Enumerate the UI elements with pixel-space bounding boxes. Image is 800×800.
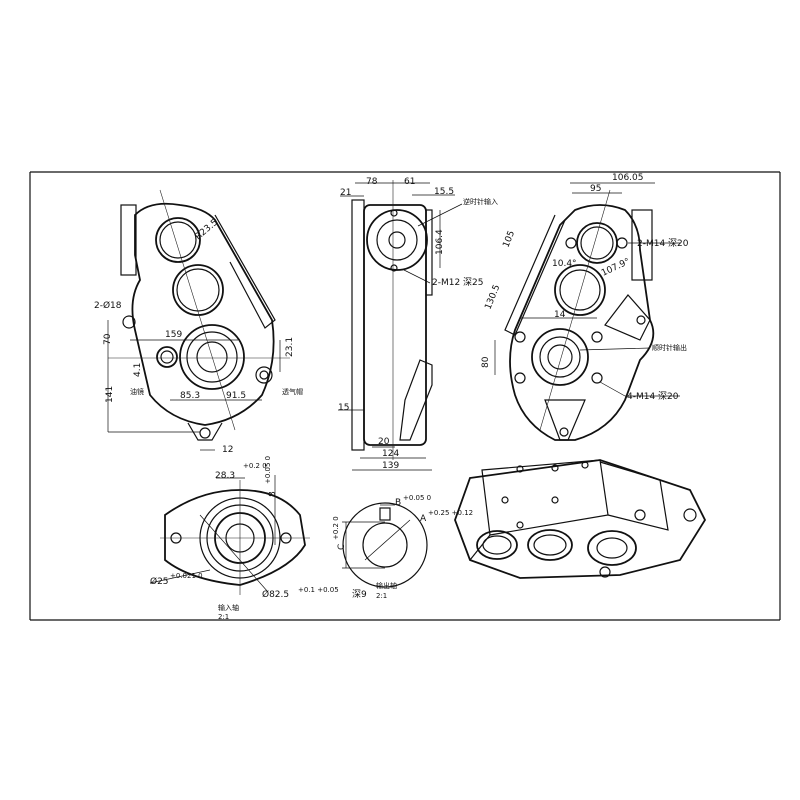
dim-105: 105 [502, 229, 518, 249]
input-shaft-scale: 2:1 [218, 613, 229, 621]
dim-25: Ø25 [150, 576, 169, 587]
dim-angle-107-9: 107.9° [600, 257, 632, 279]
dim-61: 61 [404, 177, 415, 187]
rear-view [494, 182, 680, 441]
label-oil-sight: 油镜 [130, 387, 144, 396]
dim-b: B [395, 498, 401, 508]
dim-angle-10-4: 10.4° [552, 259, 577, 269]
label-m12-thread: 2-M12 深25 [432, 277, 484, 288]
dim-85-3: 85.3 [180, 391, 200, 401]
tol-c: +0.2 0 [332, 516, 340, 540]
label-m14-bottom: 4-M14 深20 [627, 391, 679, 402]
side-view [338, 180, 463, 471]
front-view [107, 189, 290, 451]
tol-b: +0.05 0 [403, 494, 431, 502]
tol-28-3: +0.2 0 [243, 462, 267, 470]
drawing-frame [29, 171, 781, 621]
dim-4-1: 4.1 [133, 363, 143, 377]
dim-70: 70 [103, 333, 113, 345]
dim-20: 20 [378, 437, 390, 447]
label-m14-top: 2-M14 深20 [637, 238, 689, 249]
dim-78: 78 [366, 177, 378, 187]
tol-25: +0.021 0 [170, 572, 203, 580]
dim-80: 80 [481, 356, 491, 368]
label-ccw-input: 逆时针输入 [463, 197, 498, 206]
dim-95: 95 [590, 184, 601, 194]
dim-a: A [420, 514, 427, 524]
dim-139: 139 [382, 461, 399, 471]
dim-130-5: 130.5 [484, 283, 503, 311]
dim-106-05: 106.05 [612, 173, 644, 183]
dim-15-5: 15.5 [434, 187, 454, 197]
dim-141: 141 [105, 386, 115, 403]
output-shaft-scale: 2:1 [376, 592, 387, 600]
tol-8: +0.05 0 [264, 456, 272, 484]
depth-9: 深9 [352, 589, 367, 600]
dim-159: 159 [165, 330, 182, 340]
dim-91-5: 91.5 [226, 391, 246, 401]
dim-radius: R23.5 [194, 218, 221, 243]
label-breather: 透气帽 [282, 387, 303, 396]
output-shaft-title: 输出轴 [376, 581, 397, 590]
output-shaft-view [342, 502, 428, 588]
dim-15: 15 [338, 403, 349, 413]
dim-14: 14 [554, 310, 566, 320]
input-shaft-title: 输入轴 [218, 603, 239, 612]
dim-holes: 2-Ø18 [94, 300, 122, 311]
dim-23-1: 23.1 [285, 337, 295, 357]
dim-82-5: Ø82.5 [262, 589, 289, 600]
isometric-view [454, 459, 707, 579]
input-shaft-view [149, 475, 310, 595]
dim-28-3: 28.3 [215, 471, 235, 481]
tol-a: +0.25 +0.12 [428, 509, 473, 517]
label-cw-output: 顺时针输出 [652, 343, 687, 352]
dim-12: 12 [222, 445, 233, 455]
dim-21: 21 [340, 188, 351, 198]
dim-8: 8 [268, 491, 278, 497]
tol-82-5: +0.1 +0.05 [298, 586, 339, 594]
dim-c: C [337, 544, 347, 550]
dim-124: 124 [382, 449, 399, 459]
dim-106-4: 106.4 [435, 229, 445, 255]
